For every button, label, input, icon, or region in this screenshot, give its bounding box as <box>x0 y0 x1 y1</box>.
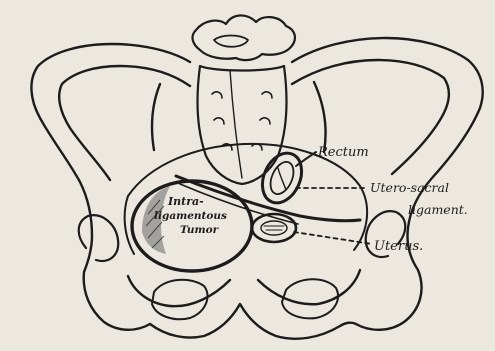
leader-lines <box>294 152 372 244</box>
pubic-arch <box>150 304 356 339</box>
sacrum-body <box>198 66 287 184</box>
label-utero-sacral-1: Utero-sacral <box>370 180 449 195</box>
label-uterus: Uterus. <box>374 239 423 254</box>
right-ilium-inner <box>292 60 449 174</box>
sacral-foramen-left <box>212 92 222 98</box>
right-brim <box>314 82 326 152</box>
left-ischium <box>79 215 118 261</box>
label-rectum: Rectum <box>317 145 369 160</box>
left-brim <box>152 84 160 150</box>
label-tumor-3: Tumor <box>180 224 220 236</box>
right-obturator <box>282 279 338 318</box>
sacrum <box>193 15 295 184</box>
label-utero-sacral-2: ligament. <box>408 202 468 217</box>
sacral-foramen-right <box>262 92 272 98</box>
label-tumor-2: ligamentous <box>154 210 227 222</box>
label-tumor-1: Intra- <box>167 195 204 208</box>
left-ilium-inner <box>59 66 190 180</box>
left-obturator <box>152 280 208 319</box>
vertebral-foramen <box>214 36 248 47</box>
rectum <box>255 147 309 209</box>
